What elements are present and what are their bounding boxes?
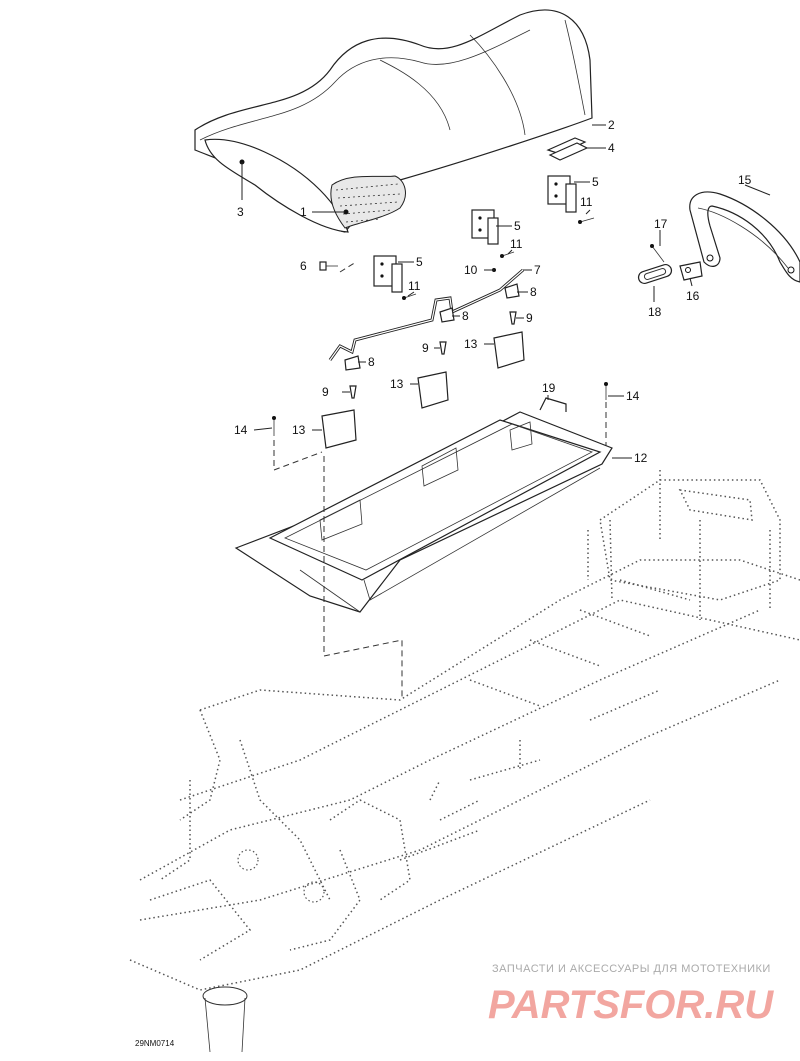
seat-strap-part	[546, 137, 589, 161]
callout-13-left: 13	[292, 423, 306, 437]
callout-4: 4	[608, 141, 615, 155]
callout-3: 3	[237, 205, 244, 219]
seat-foam-pad	[330, 175, 406, 229]
callout-13-mid: 13	[390, 377, 404, 391]
pins-14	[272, 382, 608, 471]
callout-1: 1	[300, 205, 307, 219]
callout-16: 16	[686, 289, 700, 303]
callout-15: 15	[738, 173, 752, 187]
callout-14-right: 14	[626, 389, 640, 403]
callout-8-right: 8	[530, 285, 537, 299]
callout-9-mid: 9	[422, 341, 429, 355]
callout-8-left: 8	[368, 355, 375, 369]
callout-13-right: 13	[464, 337, 478, 351]
hinge-left	[373, 255, 403, 293]
callout-11-mid: 11	[510, 237, 523, 251]
wire-19	[539, 397, 567, 412]
rivet-parts	[402, 217, 595, 300]
callout-10: 10	[464, 263, 478, 277]
seat-assembly	[194, 9, 593, 233]
watermark-tagline: ЗАПЧАСТИ И АКСЕССУАРЫ ДЛЯ МОТОТЕХНИКИ	[492, 963, 771, 975]
callout-8-mid: 8	[462, 309, 469, 323]
chassis-frame	[129, 470, 800, 1053]
callout-19: 19	[542, 381, 556, 395]
hinge-upper-right	[547, 175, 577, 213]
hinge-upper-mid	[471, 209, 499, 245]
handle-fasteners	[637, 244, 703, 284]
brackets-13	[321, 331, 525, 449]
callout-18: 18	[648, 305, 662, 319]
latch-rod	[328, 268, 524, 361]
storage-tray	[234, 411, 613, 613]
screws-9	[349, 311, 517, 399]
callout-17: 17	[654, 217, 668, 231]
callout-6: 6	[300, 259, 307, 273]
watermark-brand: PARTSFOR.RU	[488, 983, 774, 1027]
clips-8	[344, 283, 520, 371]
callout-9-right: 9	[526, 311, 533, 325]
callout-7: 7	[534, 263, 541, 277]
screw-6-part	[319, 261, 357, 273]
callout-9-left: 9	[322, 385, 329, 399]
callout-5-right: 5	[592, 175, 599, 189]
callout-11-left: 11	[408, 279, 421, 293]
callout-5-left: 5	[416, 255, 423, 269]
callout-14-left: 14	[234, 423, 248, 437]
assembly-line-left	[323, 456, 403, 700]
callout-11-right: 11	[580, 195, 593, 209]
drawing-code: 29NM0714	[135, 1039, 175, 1048]
callout-labels: 2 4 3 1 5 5 5 6 7 8 8 8 9 9 9 10 11 11 1…	[234, 118, 752, 465]
grab-handle	[689, 191, 800, 283]
leader-lines	[241, 124, 771, 459]
callout-2: 2	[608, 118, 615, 132]
callout-12: 12	[634, 451, 648, 465]
callout-5-mid: 5	[514, 219, 521, 233]
